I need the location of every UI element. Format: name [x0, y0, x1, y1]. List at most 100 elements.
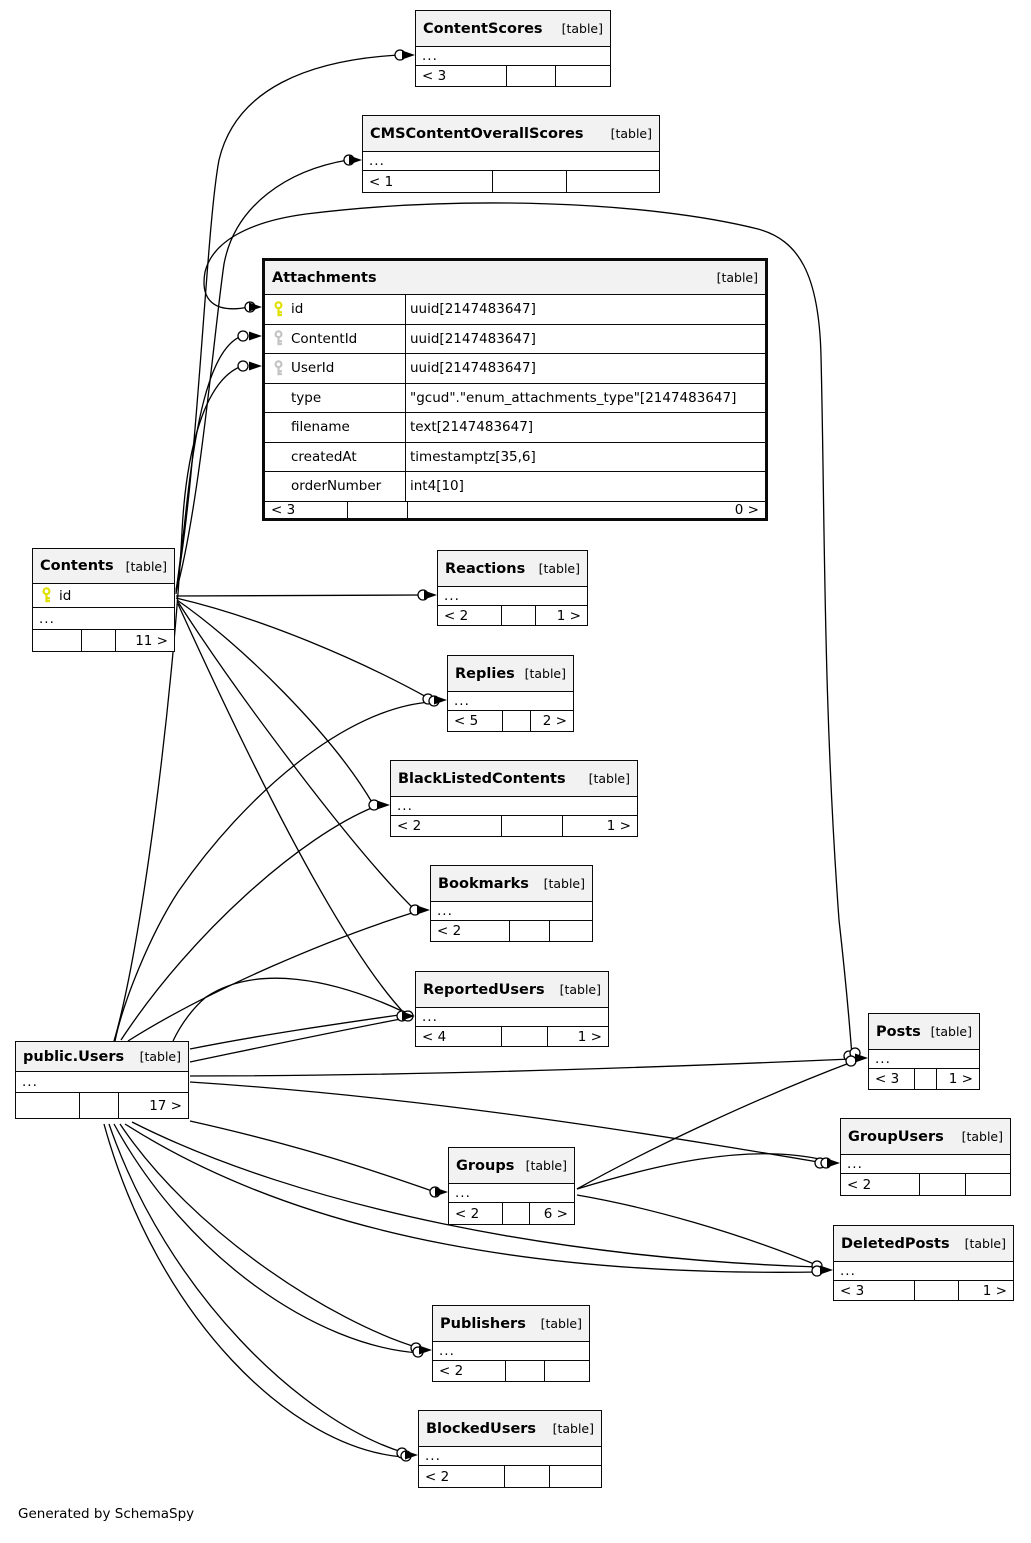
table-footer: < 3	[416, 66, 610, 86]
foreign-key-icon	[273, 330, 283, 346]
edge-users-blockedusers-1	[108, 1123, 406, 1454]
table-node-groupusers[interactable]: GroupUsers [table] ... < 2	[840, 1118, 1011, 1196]
column-name-cell: UserId	[265, 354, 406, 383]
footer-cell-0: < 2	[438, 606, 503, 625]
column-row-ellipsis: ...	[16, 1072, 188, 1093]
edge-users-deletedposts-1	[131, 1121, 820, 1268]
footer-cell-2	[550, 1466, 601, 1487]
column-row-ellipsis: ...	[869, 1050, 979, 1069]
column-row-ellipsis: ...	[433, 1342, 589, 1361]
hidden-columns-ellipsis: ...	[454, 693, 470, 709]
column-row-ellipsis: ...	[841, 1155, 1010, 1174]
footer-cell-2	[556, 66, 610, 86]
table-columns: ...	[841, 1155, 1010, 1174]
table-columns: ...	[391, 797, 637, 816]
table-type-tag: [table]	[125, 558, 167, 574]
edge-arrowhead	[855, 1053, 868, 1063]
table-name: Posts	[876, 1023, 921, 1040]
edge-arrowhead	[377, 800, 390, 810]
table-header: Contents [table]	[33, 549, 174, 584]
edge-arrowhead	[402, 1011, 415, 1021]
table-type-tag: [table]	[716, 270, 758, 285]
column-name-cell: id	[33, 584, 75, 607]
table-type-tag: [table]	[930, 1024, 972, 1039]
footer-cell-2: 6 >	[543, 1205, 568, 1222]
edge-users-replies	[114, 701, 432, 1042]
table-header: Attachments [table]	[265, 261, 765, 295]
footer-cell-0: < 3	[869, 1069, 916, 1089]
edge-users-blacklistedcontents	[120, 806, 375, 1041]
edge-groups-deletedposts	[576, 1194, 820, 1267]
edge-users-blockedusers-2	[103, 1123, 406, 1458]
table-header: Groups [table]	[449, 1148, 574, 1184]
table-node-blockedusers[interactable]: BlockedUsers [table] ... < 2	[418, 1410, 602, 1488]
footer-cell-1	[920, 1174, 967, 1195]
column-row-ellipsis: ...	[419, 1447, 601, 1466]
edge-contents-replies	[175, 597, 431, 700]
footer-cell-0: < 3	[834, 1281, 915, 1300]
table-columns: ...	[431, 902, 592, 921]
column-name-cell: createdAt	[265, 442, 406, 471]
table-columns: ...	[433, 1342, 589, 1361]
column-name-cell: id	[265, 295, 406, 324]
table-name: GroupUsers	[848, 1128, 944, 1145]
column-name: UserId	[291, 360, 335, 377]
column-name-cell: type	[265, 383, 406, 412]
primary-key-icon	[273, 300, 283, 316]
footer-cell-2: 2 >	[542, 713, 567, 729]
table-name: DeletedPosts	[841, 1235, 950, 1252]
table-type-tag: [table]	[524, 666, 566, 681]
hidden-columns-ellipsis: ...	[439, 1343, 455, 1359]
footer-cell-2	[545, 1361, 589, 1381]
footer-cell-0: < 2	[431, 921, 510, 941]
column-row-ellipsis: ...	[438, 587, 587, 606]
table-node-public-users[interactable]: public.Users [table] ... 17 >	[15, 1041, 189, 1119]
table-footer: < 2	[431, 921, 592, 941]
table-name: Groups	[456, 1157, 515, 1174]
table-node-publishers[interactable]: Publishers [table] ... < 2	[432, 1305, 590, 1382]
table-type-tag: [table]	[538, 561, 580, 576]
table-node-bookmarks[interactable]: Bookmarks [table] ... < 2	[430, 865, 593, 942]
edge-endpoint-circle	[845, 1055, 857, 1067]
column-row-ellipsis: ...	[416, 47, 610, 66]
footer-cell-0: < 2	[419, 1466, 505, 1487]
table-node-cmscontentoverallscores[interactable]: CMSContentOverallScores [table] ... < 1	[362, 115, 660, 193]
column-name: ContentId	[291, 330, 358, 347]
column-name: createdAt	[291, 448, 357, 465]
edge-endpoint-circle	[237, 330, 249, 342]
footer-cell-0: < 4	[416, 1027, 503, 1046]
edge-endpoint-circle	[237, 360, 249, 372]
footer-cell-1	[507, 66, 556, 86]
table-type-tag: [table]	[540, 1316, 582, 1331]
edge-users-attachments-userid	[113, 365, 243, 1042]
edge-users-publishers-2	[113, 1123, 420, 1354]
column-row-ellipsis: ...	[391, 797, 637, 816]
footer-cell-2	[550, 921, 592, 941]
footer-cell-2: 0 >	[734, 501, 759, 518]
footer-cell-0: < 2	[841, 1174, 921, 1195]
column-name: orderNumber	[291, 478, 382, 495]
foreign-key-icon	[273, 359, 283, 375]
footer-cell-1	[502, 1027, 549, 1046]
edge-arrowhead	[417, 905, 430, 915]
table-node-contents[interactable]: Contents [table] id... 11 >	[32, 548, 175, 652]
footer-cell-2: 1 >	[982, 1282, 1007, 1299]
column-name: type	[291, 389, 322, 406]
column-row-ellipsis: ...	[449, 1184, 574, 1203]
table-type-tag: [table]	[559, 982, 601, 997]
table-node-contentscores[interactable]: ContentScores [table] ... < 3	[415, 10, 611, 87]
column-type: "gcud"."enum_attachments_type"[214748364…	[410, 389, 737, 406]
column-name-cell: filename	[265, 413, 406, 442]
